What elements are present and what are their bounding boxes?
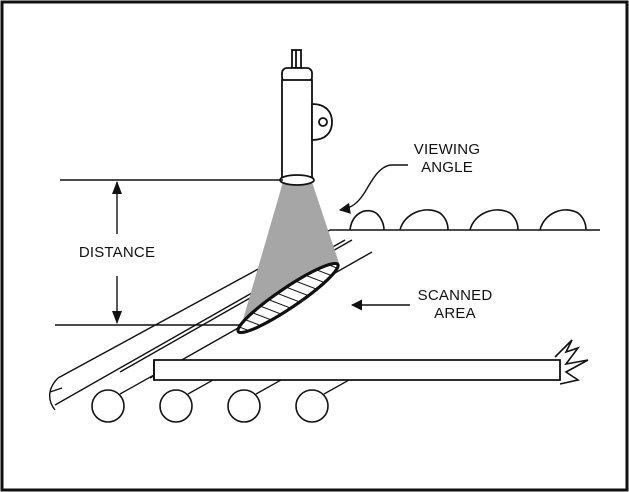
- roller: [227, 389, 261, 423]
- scanned-area-label-line2: AREA: [434, 305, 476, 322]
- sensor-beam: [240, 182, 340, 330]
- sensor-body: [279, 49, 333, 186]
- roller: [295, 389, 329, 423]
- roller-row: [91, 389, 329, 423]
- viewing-angle-label-line2: ANGLE: [421, 159, 473, 176]
- scanned-area-spot: [236, 261, 340, 335]
- plank-break-mark: [554, 339, 589, 385]
- viewing-angle-label-line1: VIEWING: [414, 141, 480, 158]
- front-plank: [153, 359, 561, 381]
- viewing-angle-leader: [338, 164, 408, 214]
- distance-label: DISTANCE: [79, 244, 155, 261]
- roller: [91, 389, 125, 423]
- distance-arrowheads: [112, 181, 122, 324]
- back-conveyor: [330, 209, 600, 231]
- roller: [159, 389, 193, 423]
- scanned-area-label-line1: SCANNED: [418, 287, 493, 304]
